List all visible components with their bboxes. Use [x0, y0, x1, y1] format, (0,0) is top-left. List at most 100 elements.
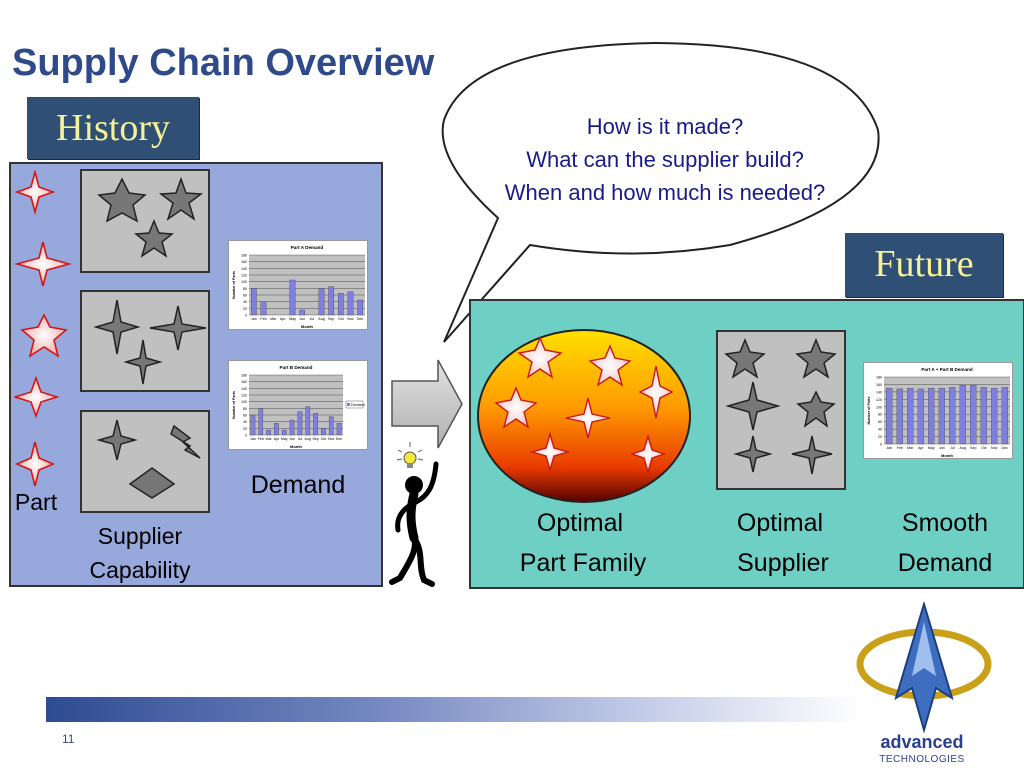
y-tick-label: 180 — [876, 376, 882, 380]
part-star-icon — [14, 375, 60, 419]
bar — [305, 406, 311, 436]
bar — [896, 388, 903, 445]
bubble-line-1: How is it made? — [586, 114, 744, 139]
chart-svg: Part B Demand020406080100120140160180Jan… — [232, 365, 365, 449]
y-axis-label: Number of Parts — [867, 397, 871, 425]
x-axis-label: Month — [290, 444, 303, 449]
chart-svg: Part A + Part B Demand020406080100120140… — [867, 367, 1010, 458]
four-point-stars-icon — [93, 299, 207, 385]
bar — [338, 293, 344, 316]
y-tick-label: 40 — [243, 420, 247, 424]
y-tick-label: 80 — [243, 287, 247, 291]
x-tick-label: Jun — [299, 317, 305, 321]
x-tick-label: May — [289, 317, 296, 321]
part-star-icon — [529, 431, 571, 473]
bar — [289, 279, 296, 316]
x-tick-label: May — [281, 437, 288, 441]
bar — [281, 429, 287, 436]
legend-label: Demand — [351, 403, 365, 407]
demand-label: Demand — [250, 471, 346, 499]
part-star-icon — [638, 365, 674, 419]
y-tick-label: 160 — [241, 260, 247, 264]
x-tick-label: Apr — [918, 446, 924, 450]
bar — [907, 388, 914, 445]
x-tick-label: Jul — [950, 446, 955, 450]
y-tick-label: 20 — [243, 427, 247, 431]
y-tick-label: 100 — [876, 405, 882, 409]
y-tick-label: 180 — [241, 374, 247, 378]
footer-bar — [46, 697, 866, 722]
y-tick-label: 60 — [878, 420, 882, 424]
supplier-shapes-icon — [724, 338, 837, 475]
future-tag: Future — [845, 233, 1003, 297]
smooth-demand-line1: Smooth — [901, 509, 989, 537]
x-tick-label: Aug — [318, 317, 324, 321]
bar — [313, 413, 318, 436]
part-stars — [14, 170, 72, 487]
y-tick-label: 100 — [241, 400, 247, 404]
y-axis-label: Number of Parts — [232, 271, 236, 299]
mixed-shapes-icon — [96, 419, 201, 499]
y-tick-label: 160 — [876, 383, 882, 387]
part-star-icon — [14, 441, 56, 487]
optimal-supplier-box — [716, 330, 846, 490]
speech-bubble — [441, 41, 880, 343]
x-tick-label: Nov — [991, 446, 998, 450]
x-tick-label: Feb — [260, 317, 266, 321]
page-title: Supply Chain Overview — [12, 42, 435, 84]
y-tick-label: 40 — [878, 428, 882, 432]
part-star-icon — [517, 336, 563, 379]
bar — [1001, 387, 1008, 445]
bar — [321, 428, 326, 436]
x-axis-label: Month — [301, 324, 314, 329]
x-tick-label: Mar — [907, 446, 914, 450]
supplier-label-line2: Capability — [89, 557, 191, 583]
y-tick-label: 120 — [241, 394, 247, 398]
x-tick-label: Apr — [280, 317, 286, 321]
y-tick-label: 140 — [876, 390, 882, 394]
bar — [938, 388, 945, 445]
smooth-demand-line2: Demand — [897, 549, 993, 577]
advanced-technologies-logo: advanced TECHNOLOGIES — [856, 602, 992, 765]
x-tick-label: Jul — [298, 437, 303, 441]
bar — [928, 388, 935, 445]
x-tick-label: Jan — [250, 437, 256, 441]
plot-area — [249, 255, 365, 315]
bar — [336, 423, 342, 436]
bar — [299, 309, 305, 316]
plot-area — [884, 377, 1010, 444]
svg-text:advanced: advanced — [880, 732, 963, 752]
star-shapes-icon — [97, 176, 204, 258]
y-tick-label: 0 — [245, 314, 247, 318]
part-star-icon — [629, 433, 667, 475]
x-tick-label: Aug — [305, 437, 311, 441]
part-label: Part — [14, 489, 58, 515]
history-tag: History — [27, 97, 199, 159]
supplier-box-3 — [80, 410, 210, 513]
x-tick-label: Jan — [251, 317, 257, 321]
x-tick-label: Jul — [310, 317, 315, 321]
supplier-label-line1: Supplier — [97, 523, 183, 549]
y-tick-label: 80 — [243, 407, 247, 411]
x-tick-label: Oct — [338, 317, 344, 321]
y-tick-label: 140 — [241, 387, 247, 391]
bar — [949, 387, 956, 445]
x-tick-label: Apr — [274, 437, 280, 441]
x-tick-label: Nov — [347, 317, 354, 321]
bar — [251, 288, 257, 316]
x-tick-label: Oct — [321, 437, 327, 441]
bar — [328, 416, 334, 436]
x-tick-label: Jan — [886, 446, 892, 450]
x-tick-label: Sep — [970, 446, 976, 450]
supplier-box-2 — [80, 290, 210, 392]
y-tick-label: 0 — [880, 443, 882, 447]
part-family-line1: Optimal — [536, 509, 624, 537]
y-tick-label: 140 — [241, 267, 247, 271]
part-star-icon — [494, 386, 538, 429]
bar — [886, 388, 893, 445]
bubble-line-3: When and how much is needed? — [504, 180, 826, 205]
light-bulb-icon — [396, 442, 424, 468]
